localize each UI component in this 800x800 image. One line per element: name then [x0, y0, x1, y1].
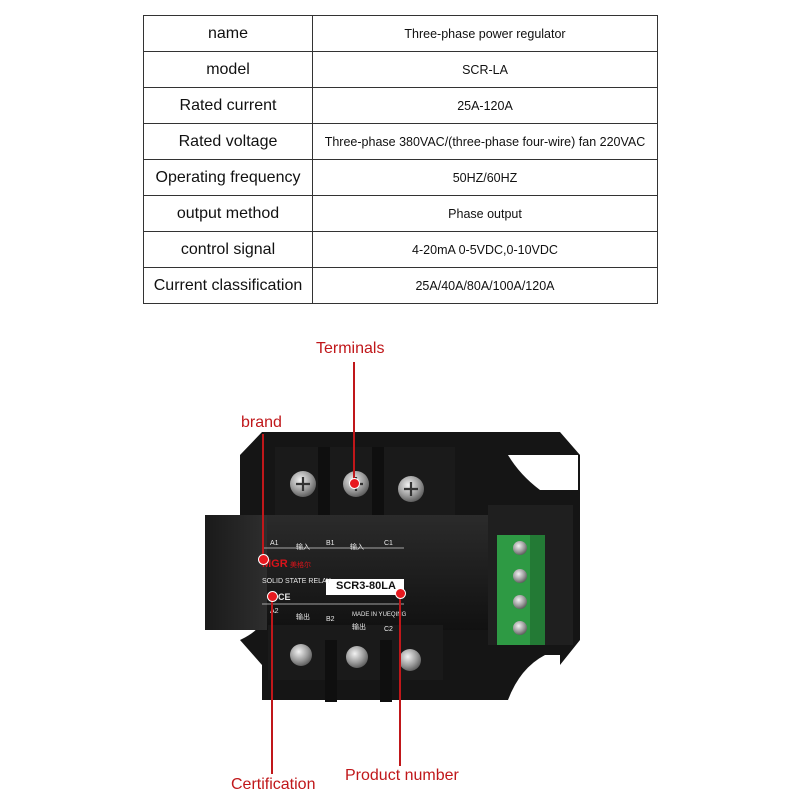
spec-value: Three-phase 380VAC/(three-phase four-wir… [312, 123, 658, 160]
spec-label: name [143, 15, 313, 52]
terminal-c2-label: C2 [384, 626, 393, 633]
output-label-1: 输出 [296, 614, 310, 621]
callout-certification-dot [267, 591, 278, 602]
device-made-in: MADE IN YUEQING [352, 612, 407, 618]
callout-product-number: Product number [345, 767, 459, 784]
terminal-b1-label: B1 [326, 540, 335, 547]
callout-brand-dot [258, 554, 269, 565]
spec-label: control signal [143, 231, 313, 268]
device-relay-type: SOLID STATE RELAY [262, 578, 331, 585]
bottom-screws [290, 644, 421, 671]
callout-certification-line [271, 596, 273, 774]
spec-value: Three-phase power regulator [312, 15, 658, 52]
model-number-box [326, 579, 404, 595]
input-label-2: 输入 [350, 544, 364, 551]
spec-value: 50HZ/60HZ [312, 159, 658, 196]
callout-brand-line [262, 434, 264, 558]
callout-brand: brand [241, 414, 282, 431]
spec-value: 4-20mA 0-5VDC,0-10VDC [312, 231, 658, 268]
terminal-c1-label: C1 [384, 540, 393, 547]
spec-value: Phase output [312, 195, 658, 232]
spec-label: Operating frequency [143, 159, 313, 196]
output-label-2: 输出 [352, 624, 366, 631]
spec-value: 25A/40A/80A/100A/120A [312, 267, 658, 304]
mounting-slot-bottom [508, 655, 560, 700]
callout-product-number-line [399, 594, 401, 766]
input-label-1: 输入 [296, 544, 310, 551]
control-screws [513, 541, 527, 635]
device-model-number: SCR3-80LA [336, 580, 396, 592]
mounting-slot-top [508, 455, 578, 490]
spec-value: SCR-LA [312, 51, 658, 88]
callout-terminals: Terminals [316, 340, 385, 357]
terminal-a2-label: A2 [270, 608, 279, 615]
terminal-b2-label: B2 [326, 616, 335, 623]
callout-terminals-dot [349, 478, 360, 489]
callout-terminals-line [353, 362, 355, 482]
spec-label: Rated voltage [143, 123, 313, 160]
spec-label: Current classification [143, 267, 313, 304]
spec-label: output method [143, 195, 313, 232]
terminal-a1-label: A1 [270, 540, 279, 547]
callout-product-number-dot [395, 588, 406, 599]
device-ce-mark: CE [278, 592, 291, 602]
spec-value: 25A-120A [312, 87, 658, 124]
callout-certification: Certification [231, 776, 316, 793]
device-brand-chinese: 美格尔 [290, 562, 311, 569]
